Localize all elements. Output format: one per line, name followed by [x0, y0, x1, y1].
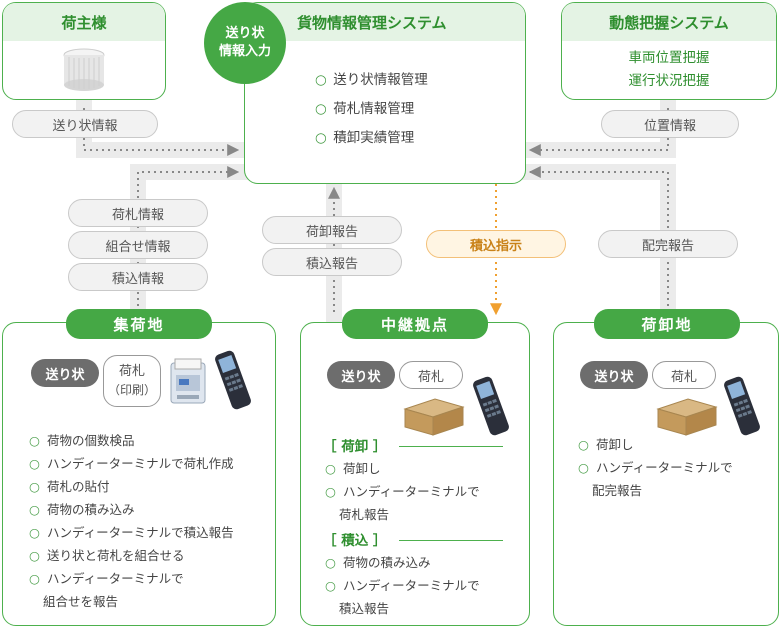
package-box-icon: [656, 398, 718, 436]
dynamic-lines: 車両位置把握 運行状況把握: [628, 50, 710, 89]
tag-label: 荷札: [399, 361, 463, 389]
list-item: ○ 送り状情報管理: [315, 72, 428, 88]
divider: [399, 540, 503, 541]
list-item: ○ 荷札の貼付: [29, 479, 110, 494]
list-item: ○ ハンディーターミナルで: [325, 484, 480, 499]
flow-label-delivery-report: 配完報告: [598, 230, 738, 258]
collection-item-list: ○ 荷物の個数検品 ○ ハンディーターミナルで荷札作成 ○ 荷札の貼付 ○ 荷物…: [29, 429, 234, 613]
list-item-cont: 配完報告: [592, 483, 643, 498]
flow-label-load-instruction: 積込指示: [426, 230, 566, 258]
shipper-card: 荷主様: [2, 2, 166, 100]
list-item-cont: 荷札報告: [339, 507, 390, 522]
system-item-list: ○ 送り状情報管理 ○ 荷札情報管理 ○ 積卸実績管理: [315, 66, 428, 153]
system-title: 貨物情報管理システム: [245, 3, 525, 41]
collection-card: 送り状 荷札 （印刷） ○ 荷物の個数検品 ○ ハンディーターミナルで荷札作成 …: [2, 322, 276, 626]
list-item-cont: 組合せを報告: [43, 594, 119, 609]
tag-label: 荷札: [652, 361, 716, 389]
flow-label-invoice-info: 送り状情報: [12, 110, 158, 138]
delivery-title: 荷卸地: [594, 309, 740, 339]
list-item: ○ ハンディーターミナルで: [29, 571, 184, 586]
unload-item-list: ○ 荷卸し ○ ハンディーターミナルで 荷札報告: [325, 457, 480, 526]
list-item: ○ ハンディーターミナルで積込報告: [29, 525, 234, 540]
flow-label-load-info: 積込情報: [68, 263, 208, 291]
list-item: ○ 荷物の積み込み: [29, 502, 135, 517]
load-item-list: ○ 荷物の積み込み ○ ハンディーターミナルで 積込報告: [325, 551, 480, 620]
list-item: ○ 荷卸し: [325, 461, 381, 476]
invoice-tag: 送り状: [580, 361, 648, 389]
load-section-title: ［ 積込 ］: [323, 533, 387, 549]
list-item-cont: 積込報告: [339, 601, 390, 616]
dynamic-card: 動態把握システム 車両位置把握 運行状況把握: [561, 2, 777, 100]
list-item: ○ ハンディーターミナルで荷札作成: [29, 456, 234, 471]
system-title-text: 貨物情報管理システム: [297, 13, 447, 32]
list-item: ○ 荷卸し: [578, 437, 634, 452]
flow-label-unload-report: 荷卸報告: [262, 216, 402, 244]
tag-print-label: 荷札 （印刷）: [103, 355, 161, 407]
relay-card: 送り状 荷札 ［ 荷卸 ］ ○ 荷卸し ○ ハンディーターミナルで 荷札報告 ［…: [300, 322, 530, 626]
delivery-card: 送り状 荷札 ○ 荷卸し ○ ハンディーターミナルで 配完報告: [553, 322, 779, 626]
list-item: ○ ハンディーターミナルで: [325, 578, 480, 593]
flow-label-load-report: 積込報告: [262, 248, 402, 276]
delivery-item-list: ○ 荷卸し ○ ハンディーターミナルで 配完報告: [578, 433, 733, 502]
list-item: ○ 送り状と荷札を組合せる: [29, 548, 185, 563]
dynamic-title: 動態把握システム: [562, 3, 776, 41]
shipper-title: 荷主様: [3, 3, 165, 41]
collection-title: 集荷地: [66, 309, 212, 339]
server-icon: [63, 48, 105, 91]
unload-section-title: ［ 荷卸 ］: [323, 439, 387, 455]
handy-terminal-icon: [215, 350, 251, 410]
package-box-icon: [403, 398, 465, 436]
list-item: ○ ハンディーターミナルで: [578, 460, 733, 475]
list-item: ○ 荷物の個数検品: [29, 433, 135, 448]
list-item: ○ 荷物の積み込み: [325, 555, 431, 570]
system-card: 貨物情報管理システム ○ 送り状情報管理 ○ 荷札情報管理 ○ 積卸実績管理: [244, 2, 526, 184]
relay-title: 中継拠点: [342, 309, 488, 339]
handy-terminal-icon: [724, 376, 760, 436]
invoice-tag: 送り状: [31, 359, 99, 387]
flow-label-combination-info: 組合せ情報: [68, 231, 208, 259]
divider: [399, 446, 503, 447]
flow-label-tag-info: 荷札情報: [68, 199, 208, 227]
list-item: ○ 積卸実績管理: [315, 130, 415, 146]
flow-label-position-info: 位置情報: [601, 110, 739, 138]
invoice-input-bubble: 送り状情報入力: [204, 2, 286, 84]
label-printer-icon: [170, 358, 206, 404]
list-item: ○ 荷札情報管理: [315, 101, 415, 117]
handy-terminal-icon: [473, 376, 509, 436]
invoice-tag: 送り状: [327, 361, 395, 389]
